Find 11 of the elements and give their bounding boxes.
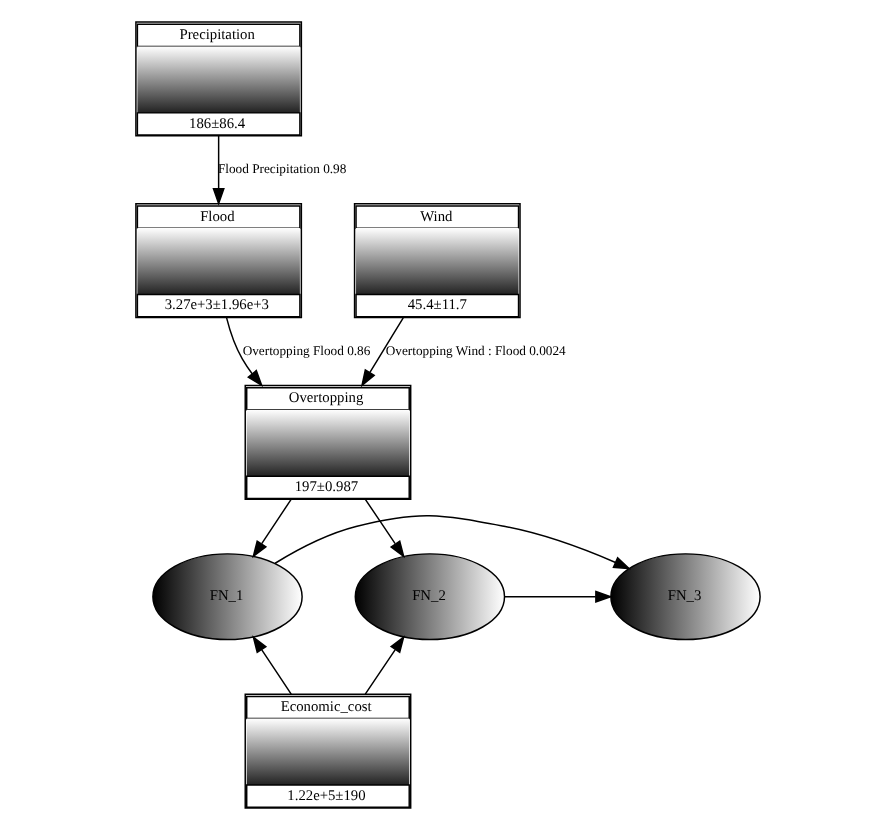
arrow bbox=[211, 135, 224, 206]
arrow bbox=[359, 317, 403, 388]
arrow bbox=[273, 515, 631, 570]
node-ellipse: FN_1 bbox=[151, 553, 302, 641]
node-ellipse: FN_2 bbox=[353, 553, 505, 641]
arrow bbox=[503, 590, 612, 603]
arrow bbox=[224, 317, 263, 388]
arrow bbox=[363, 498, 404, 559]
arrow bbox=[251, 635, 291, 695]
arrow bbox=[251, 498, 291, 559]
arrow bbox=[363, 635, 404, 695]
